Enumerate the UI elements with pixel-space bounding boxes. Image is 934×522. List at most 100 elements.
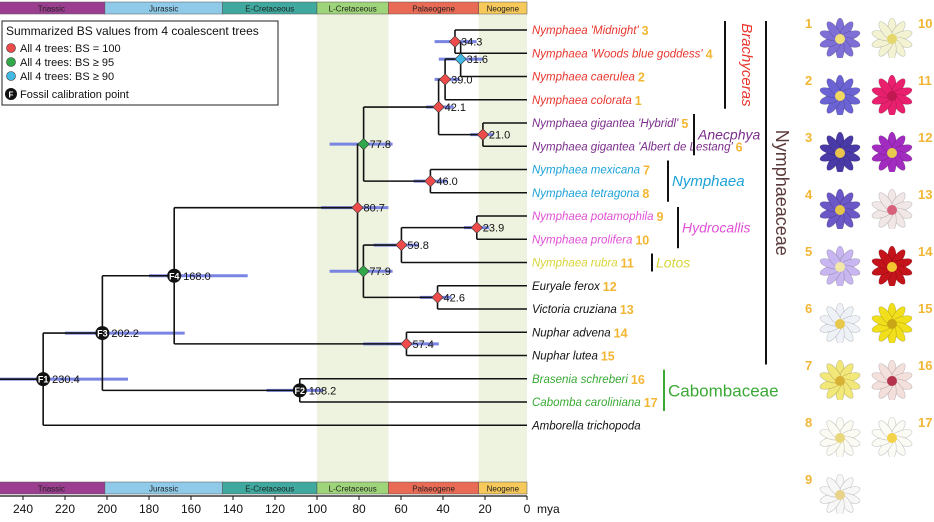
era-label-bottom-2: E-Cretaceous — [245, 485, 294, 494]
legend-marker-0 — [6, 43, 16, 53]
flower-photo-15 — [871, 303, 913, 343]
flower-number-17: 17 — [918, 415, 933, 430]
flower-center — [835, 91, 845, 101]
clade-label-brachyceras: Brachyceras — [738, 23, 755, 107]
axis-tick-label-6: 120 — [265, 502, 285, 516]
taxon-number-9: 10 — [635, 233, 649, 247]
flower-photo-3 — [819, 132, 861, 172]
taxon-number-13: 14 — [614, 326, 628, 340]
axis-tick-label-12: 0 — [524, 502, 531, 516]
era-label-bottom-3: L-Cretaceous — [329, 485, 377, 494]
era-band-3 — [317, 14, 389, 482]
flower-photo-17 — [871, 417, 913, 457]
taxon-label-1: Nymphaea 'Woods blue goddess' — [532, 48, 703, 60]
flower-number-1: 1 — [805, 16, 813, 31]
flower-photo-1 — [819, 18, 861, 58]
flower-number-9: 9 — [805, 472, 813, 487]
era-label-bottom-1: Jurassic — [149, 485, 178, 494]
taxon-number-4: 5 — [681, 117, 688, 131]
fossil-marker-F1 — [36, 372, 51, 387]
node-marker-14 — [454, 52, 467, 66]
flower-number-16: 16 — [918, 358, 933, 373]
flower-center — [887, 319, 897, 329]
flower-photo-10 — [871, 18, 913, 58]
flower-photo-13 — [871, 189, 913, 229]
fossil-marker-label-F1: F1 — [38, 375, 49, 385]
taxon-label-8: Nymphaea potamophila — [532, 211, 653, 223]
taxon-number-6: 7 — [643, 164, 650, 178]
flower-photo-7 — [819, 360, 861, 400]
era-label-top-4: Palaeogene — [412, 5, 455, 14]
node-age-label-0: 230.4 — [52, 374, 80, 386]
era-label-top-5: Neogene — [487, 5, 520, 14]
legend-item-1: All 4 trees: BS ≥ 95 — [20, 57, 114, 69]
taxon-number-12: 13 — [620, 303, 634, 317]
legend-item-2: All 4 trees: BS ≥ 90 — [20, 71, 114, 83]
node-marker-5 — [357, 137, 370, 151]
flower-number-11: 11 — [918, 73, 932, 88]
taxon-label-15: Brasenia schreberi — [532, 374, 628, 386]
fossil-marker-label-F4: F4 — [169, 271, 180, 281]
node-age-label-2: 168.0 — [183, 271, 211, 283]
node-marker-9 — [424, 175, 437, 188]
flower-number-15: 15 — [918, 301, 933, 316]
taxon-label-2: Nymphaea caerulea — [532, 72, 635, 84]
node-marker-15 — [470, 221, 483, 234]
flower-photo-14 — [871, 246, 913, 286]
era-label-bottom-0: Triassic — [38, 485, 65, 494]
flower-photo-2 — [819, 75, 861, 115]
axis-tick-label-8: 80 — [352, 502, 366, 516]
node-age-label-3: 108.2 — [309, 385, 337, 397]
flower-number-5: 5 — [805, 244, 813, 259]
axis-tick-label-10: 40 — [436, 502, 450, 516]
node-age-label-15: 23.9 — [483, 223, 504, 235]
taxon-label-9: Nymphaea prolifera — [532, 234, 632, 246]
node-marker-13 — [448, 35, 462, 48]
fossil-marker-F4 — [167, 268, 182, 283]
legend-fossil-label: Fossil calibration point — [20, 89, 129, 101]
axis-tick-label-1: 220 — [55, 502, 75, 516]
flower-center — [835, 433, 845, 443]
clade-label-cabombaceae: Cabombaceae — [668, 381, 779, 400]
flower-center — [887, 34, 897, 44]
legend-fossil-symbol: F — [9, 91, 14, 100]
fossil-marker-F2 — [292, 383, 307, 398]
node-age-label-11: 42.1 — [445, 102, 466, 114]
taxon-number-8: 9 — [656, 210, 663, 224]
axis-unit-label: mya — [537, 502, 560, 516]
fossil-marker-label-F3: F3 — [97, 329, 108, 339]
taxon-number-7: 8 — [642, 187, 649, 201]
node-marker-7 — [395, 238, 408, 252]
clade-label-nymphaea: Nymphaea — [672, 173, 745, 190]
flower-center — [887, 205, 897, 215]
era-band-5 — [478, 14, 527, 482]
taxon-label-17: Amborella trichopoda — [531, 420, 641, 432]
taxon-label-6: Nymphaea mexicana — [532, 165, 640, 177]
taxon-label-4: Nymphaea gigantea 'Hybridl' — [532, 118, 679, 130]
node-age-label-9: 46.0 — [436, 176, 457, 188]
taxon-number-1: 4 — [706, 47, 713, 61]
node-age-label-7: 59.8 — [407, 240, 428, 252]
flower-number-2: 2 — [805, 73, 813, 88]
taxon-number-10: 11 — [621, 257, 634, 271]
flower-center — [835, 205, 845, 215]
flower-photo-8 — [819, 417, 861, 457]
flower-photo-9 — [819, 474, 861, 514]
era-label-bottom-4: Palaeogene — [412, 485, 455, 494]
node-marker-6 — [357, 265, 370, 278]
clade-label-hydrocallis: Hydrocallis — [682, 220, 750, 236]
flower-number-8: 8 — [805, 415, 813, 430]
flower-number-4: 4 — [805, 187, 813, 202]
era-label-top-0: Triassic — [38, 5, 65, 14]
flower-center — [835, 490, 845, 500]
flower-center — [835, 148, 845, 158]
flower-center — [887, 433, 897, 443]
flower-photo-4 — [819, 189, 861, 229]
flower-number-6: 6 — [805, 301, 813, 316]
axis-tick-label-9: 60 — [394, 502, 408, 516]
flower-center — [887, 376, 897, 386]
taxon-label-0: Nymphaea 'Midnight' — [532, 25, 639, 37]
node-marker-4 — [351, 201, 364, 214]
flower-center — [835, 376, 845, 386]
